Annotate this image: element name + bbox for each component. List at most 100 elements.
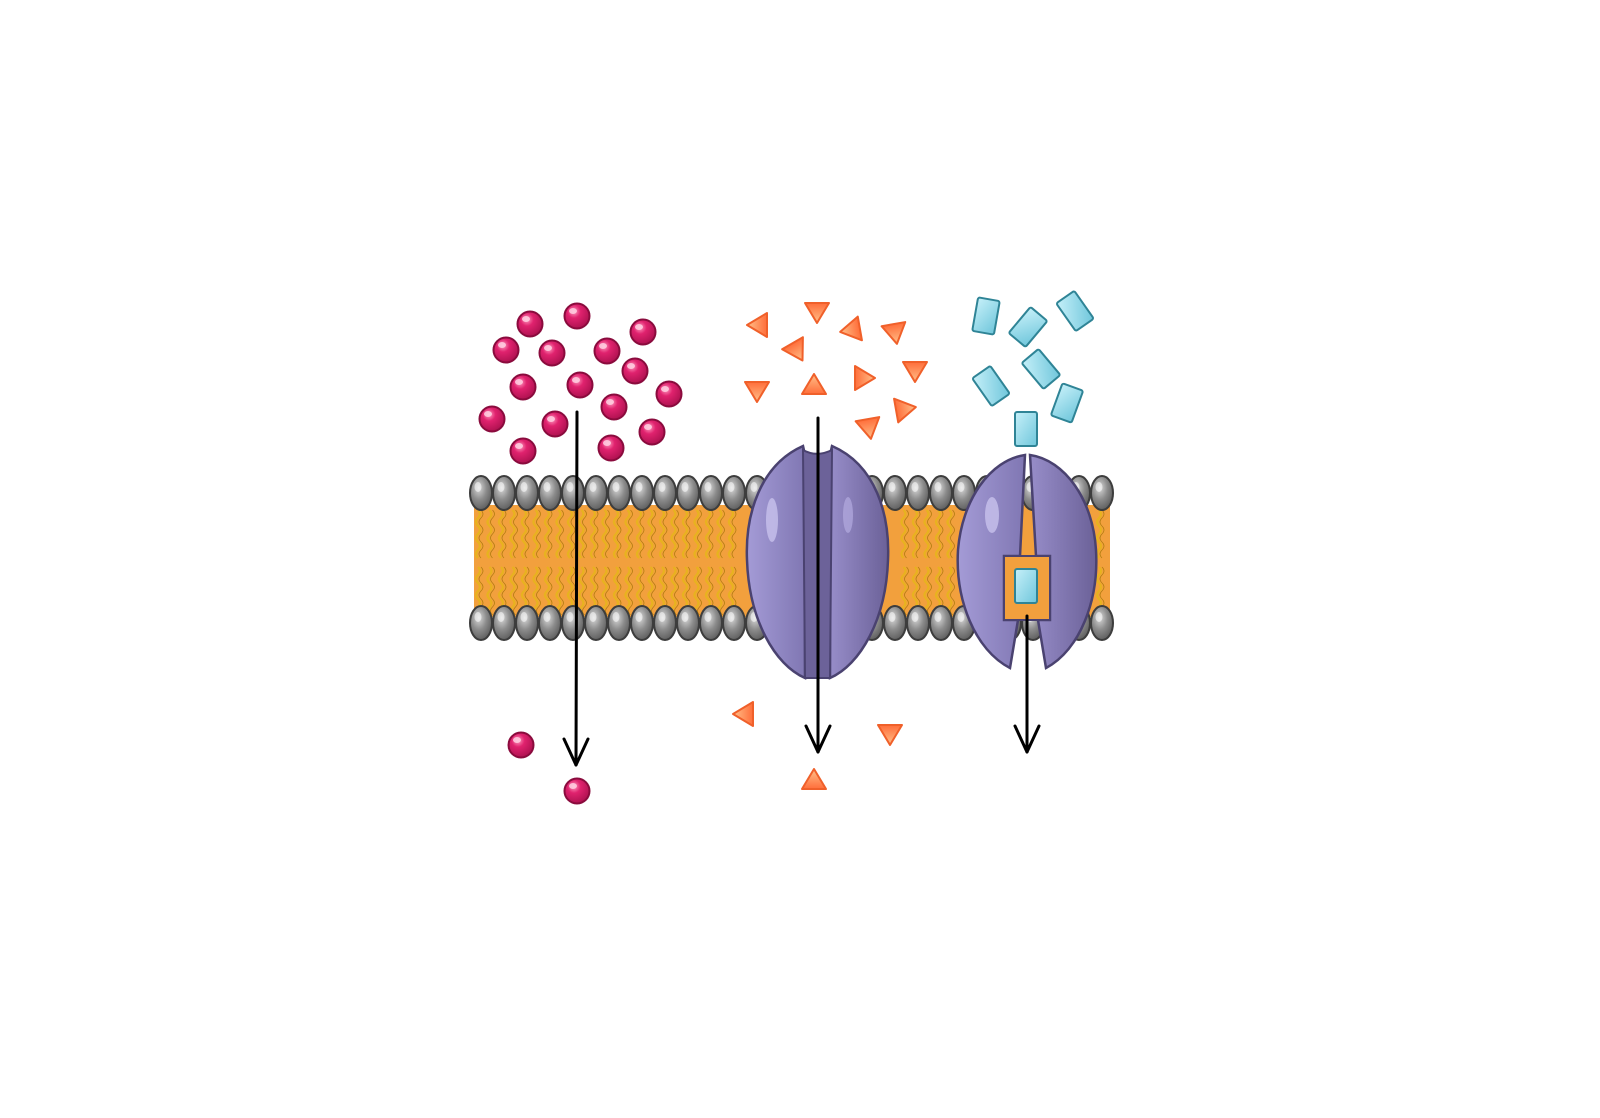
phospholipid-head xyxy=(653,475,677,511)
lipid-tail-shadow xyxy=(904,509,909,616)
triangle-molecule xyxy=(732,701,754,727)
sphere-molecule xyxy=(538,339,566,367)
downward-arrow-head xyxy=(804,724,832,754)
lipid-tail xyxy=(486,509,493,616)
phospholipid-head xyxy=(492,605,516,641)
head-highlight xyxy=(911,612,919,622)
phospholipid-head xyxy=(492,475,516,511)
head-highlight xyxy=(497,482,505,492)
sphere-molecule xyxy=(597,434,625,462)
triangle-molecule xyxy=(877,724,903,746)
sphere-molecule xyxy=(566,371,594,399)
lipid-tail xyxy=(532,509,539,616)
head-highlight xyxy=(704,482,712,492)
downward-arrow-head xyxy=(562,737,590,767)
sphere-molecule xyxy=(509,373,537,401)
head-highlight xyxy=(658,482,666,492)
phospholipid-head xyxy=(676,605,700,641)
sphere-highlight xyxy=(544,345,552,351)
sphere-highlight xyxy=(606,399,614,405)
head-highlight xyxy=(589,612,597,622)
phospholipid-head xyxy=(653,605,677,641)
phospholipid-head xyxy=(906,605,930,641)
sphere-molecule xyxy=(541,410,569,438)
lipid-tail-shadow xyxy=(697,509,702,616)
head-highlight xyxy=(566,612,574,622)
sphere-molecule xyxy=(516,310,544,338)
phospholipid-head xyxy=(630,475,654,511)
sphere-molecule xyxy=(638,418,666,446)
lipid-tail-shadow xyxy=(605,509,610,616)
sphere-highlight xyxy=(569,308,577,314)
sphere-highlight xyxy=(661,386,669,392)
head-highlight xyxy=(497,612,505,622)
head-highlight xyxy=(681,612,689,622)
sphere-highlight xyxy=(572,377,580,383)
sphere-molecule xyxy=(600,393,628,421)
head-highlight xyxy=(658,612,666,622)
head-highlight xyxy=(888,612,896,622)
lipid-tail-shadow xyxy=(674,509,679,616)
lipid-tail xyxy=(601,509,608,616)
phospholipid-head xyxy=(607,605,631,641)
triangle-molecule xyxy=(854,365,876,391)
lipid-tail-shadow xyxy=(536,509,541,616)
head-highlight xyxy=(612,482,620,492)
head-highlight xyxy=(589,482,597,492)
head-highlight xyxy=(911,482,919,492)
lipid-tail xyxy=(647,509,654,616)
lipid-tail xyxy=(900,509,907,616)
phospholipid-head xyxy=(469,475,493,511)
head-highlight xyxy=(474,482,482,492)
head-highlight xyxy=(1095,612,1103,622)
rectangle-molecule xyxy=(1056,290,1094,332)
lipid-tail xyxy=(716,509,723,616)
sphere-molecule xyxy=(478,405,506,433)
sphere-highlight xyxy=(498,342,506,348)
head-highlight xyxy=(635,482,643,492)
sphere-highlight xyxy=(484,411,492,417)
phospholipid-head xyxy=(1090,475,1114,511)
sphere-highlight xyxy=(569,783,577,789)
triangle-molecule xyxy=(801,373,827,395)
phospholipid-head xyxy=(929,605,953,641)
rectangle-molecule xyxy=(1014,411,1038,447)
head-highlight xyxy=(934,612,942,622)
sphere-molecule xyxy=(629,318,657,346)
head-highlight xyxy=(612,612,620,622)
phospholipid-head xyxy=(584,475,608,511)
phospholipid-head xyxy=(929,475,953,511)
lipid-tail xyxy=(555,509,562,616)
sphere-molecule xyxy=(509,437,537,465)
head-highlight xyxy=(543,482,551,492)
triangle-molecule xyxy=(880,321,907,345)
sphere-molecule xyxy=(563,302,591,330)
head-highlight xyxy=(681,482,689,492)
channel-protein-left-half xyxy=(745,444,807,680)
rectangle-molecule xyxy=(1021,348,1061,390)
sphere-molecule xyxy=(593,337,621,365)
sphere-highlight xyxy=(635,324,643,330)
phospholipid-head xyxy=(561,605,585,641)
head-highlight xyxy=(727,482,735,492)
lipid-tail xyxy=(509,509,516,616)
molecules xyxy=(478,290,1094,805)
sphere-highlight xyxy=(644,424,652,430)
head-highlight xyxy=(957,612,965,622)
channel-highlight-right xyxy=(843,497,853,533)
sphere-highlight xyxy=(513,737,521,743)
head-highlight xyxy=(474,612,482,622)
rectangle-molecule xyxy=(1050,382,1084,424)
triangle-molecule xyxy=(839,315,863,342)
sphere-highlight xyxy=(599,343,607,349)
sphere-molecule xyxy=(621,357,649,385)
phospholipid-head xyxy=(722,605,746,641)
phospholipid-head xyxy=(1090,605,1114,641)
triangle-molecule xyxy=(804,302,830,324)
sphere-highlight xyxy=(522,316,530,322)
phospholipid-head xyxy=(630,605,654,641)
head-highlight xyxy=(543,612,551,622)
lipid-tail xyxy=(624,509,631,616)
rectangle-molecule xyxy=(971,296,1001,336)
